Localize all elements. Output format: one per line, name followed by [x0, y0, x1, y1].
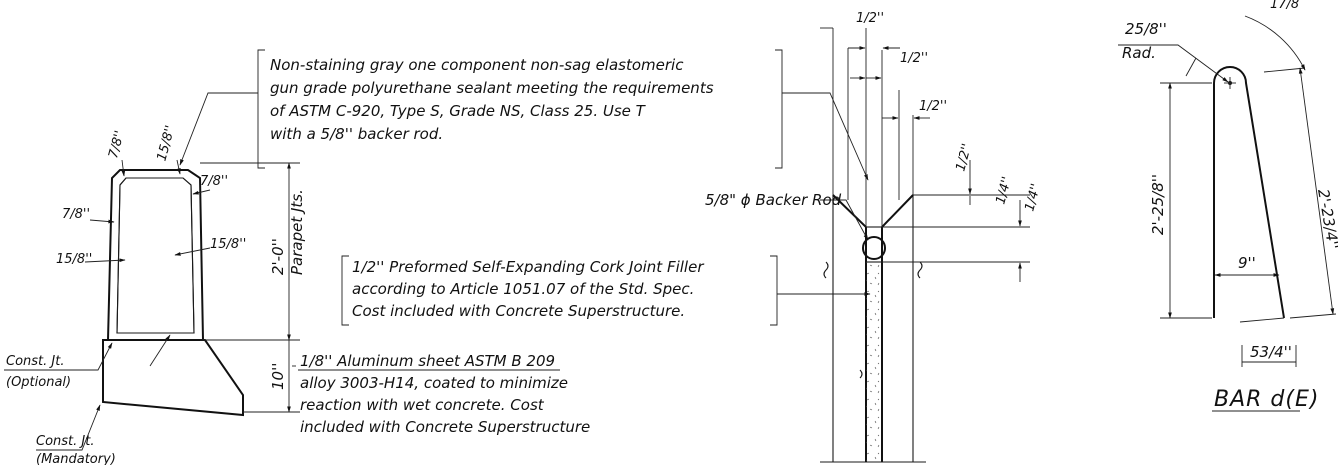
cork-note-line1: 1/2'' Preformed Self-Expanding Cork Join… [352, 258, 704, 276]
sealant-note-line2: gun grade polyurethane sealant meeting t… [270, 79, 714, 97]
dim-bar-1-7-8: 17/8 [1270, 0, 1299, 12]
aluminum-note-line1: 1/8'' Aluminum sheet ASTM B 209 [300, 352, 555, 370]
dim-parapet-10: 10'' [269, 363, 287, 390]
parapet-core [116, 177, 195, 334]
aluminum-note-line3: reaction with wet concrete. Cost [300, 396, 545, 414]
label-backer-rod: 5/8" ϕ Backer Rod [705, 191, 842, 209]
cork-note-line3: Cost included with Concrete Superstructu… [352, 302, 685, 320]
label-const-jt-mandatory-2: (Mandatory) [36, 452, 116, 465]
dim-parapet-7-8-top: 7/8'' [106, 129, 128, 160]
dim-joint-quarter-1: 1/4'' [993, 175, 1015, 206]
label-const-jt-optional-2: (Optional) [6, 375, 71, 390]
label-const-jt-mandatory-1: Const. Jt. [36, 434, 94, 449]
sealant-note [257, 49, 869, 181]
dim-bar-5-3-4: 53/4'' [1250, 343, 1292, 361]
bar-title: BAR d(E) [1214, 387, 1319, 412]
dim-parapet-1-5-8-top: 15/8'' [155, 124, 179, 163]
dim-joint-half-4: 1/2'' [953, 142, 975, 173]
bar-detail [1118, 15, 1337, 367]
parapet-base-block [102, 339, 244, 417]
label-const-jt-optional-1: Const. Jt. [6, 354, 64, 369]
dim-joint-quarter-2: 1/4'' [1022, 182, 1044, 213]
cork-note-line2: according to Article 1051.07 of the Std.… [352, 280, 694, 298]
cork-note [341, 255, 871, 326]
dim-joint-half-1: 1/2'' [856, 11, 884, 26]
label-rad: Rad. [1122, 44, 1156, 62]
dim-joint-half-3: 1/2'' [919, 99, 947, 114]
dim-parapet-7-8-right: 7/8'' [200, 174, 228, 189]
dim-parapet-1-5-8-right: 15/8'' [210, 237, 246, 252]
aluminum-note-line2: alloy 3003-H14, coated to minimize [300, 374, 568, 392]
dim-parapet-2-0: 2'-0'' [269, 238, 287, 275]
dim-joint-half-2: 1/2'' [900, 51, 928, 66]
dim-parapet-1-5-8-left: 15/8'' [56, 252, 92, 267]
aluminum-note-line4: included with Concrete Superstructure [300, 418, 590, 436]
sealant-note-line3: of ASTM C-920, Type S, Grade NS, Class 2… [270, 102, 647, 120]
parapet-outline [106, 169, 205, 341]
sealant-note-line1: Non-staining gray one component non-sag … [270, 56, 684, 74]
dim-bar-2-2-5-8: 2'-25/8'' [1149, 174, 1167, 235]
bar-shape [1213, 66, 1285, 319]
label-parapet-jts: Parapet Jts. [288, 189, 306, 275]
joint-detail [820, 27, 1030, 463]
parapet-section [4, 92, 300, 451]
dim-bar-9: 9'' [1238, 254, 1256, 272]
dim-bar-2-5-8-rad: 25/8'' [1125, 20, 1167, 38]
backer-rod-circle [862, 236, 886, 260]
dim-parapet-7-8-left: 7/8'' [62, 207, 90, 222]
dim-bar-2-2-3-4: 2'-23/4'' [1314, 188, 1338, 251]
sealant-note-line4: with a 5/8'' backer rod. [270, 125, 443, 143]
